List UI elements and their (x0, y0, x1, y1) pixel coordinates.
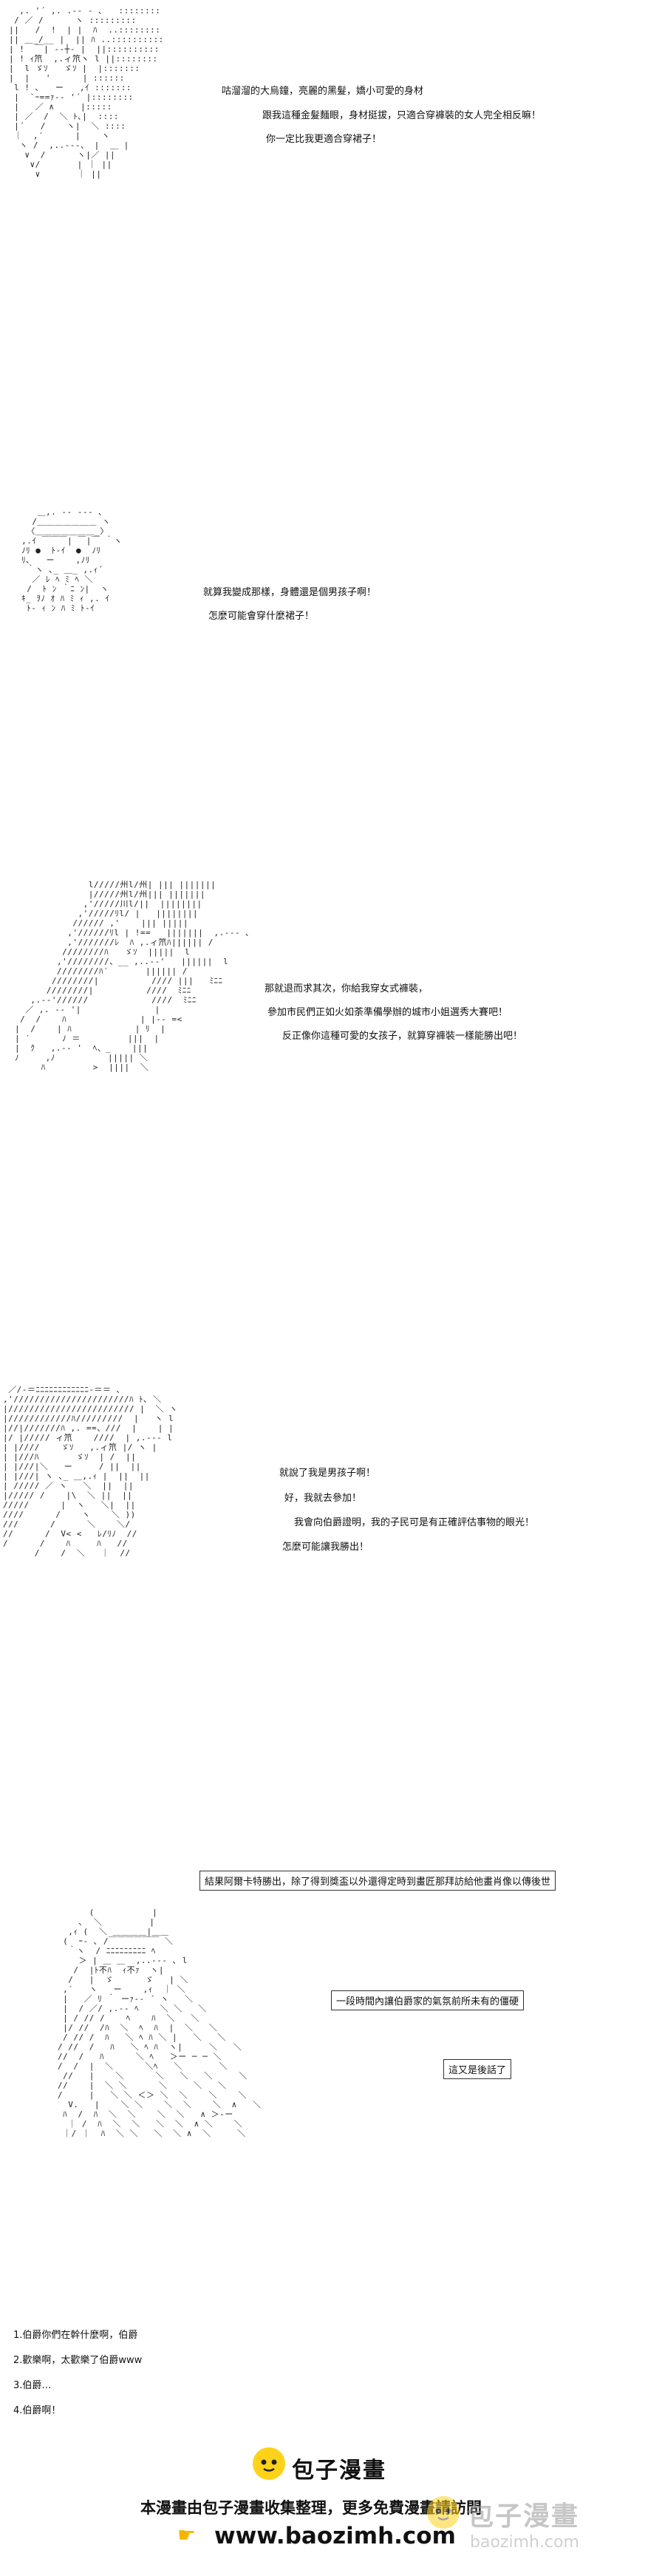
brand-logo-icon (253, 2447, 285, 2480)
ascii-art-boy: ＿,. -‐ ‐‐‐ ､ /＿＿＿＿＿＿＿ ヽ 〈＿＿＿＿＿＿＿_〉 ,.ｲ ￣… (21, 507, 123, 613)
ascii-art-group-scene: ( | ､ ＼ | ,ｨ ( ＼ ＿＿＿＿|＿＿ ( ｰ- ､ /￣￣￣￣￣￣ … (58, 1908, 262, 2138)
dialogue-line: 咕溜溜的大烏鐘，亮麗的黑髮，嬌小可愛的身材 (222, 86, 424, 97)
hand-pointer-icon: ☛ (177, 2523, 197, 2547)
dialogue-line: 就說了我是男孩子啊！ (279, 1468, 376, 1479)
panel-3: l/////州l/州| ||| ||||||| |/////州l/州||| ||… (0, 872, 662, 1168)
footer: 包子漫畫 本漫畫由包子漫畫收集整理，更多免費漫畫請訪問 ☛ www.baozim… (0, 2440, 662, 2576)
panel-1: ,. '´ ,. .-‐ ‐ ､ :::::::: / ／ / ヽ ::::::… (0, 0, 662, 311)
watermark-url: baozimh.com (470, 2533, 579, 2552)
dialogue-line: 怎麼可能會穿什麼裙子！ (208, 611, 315, 622)
ascii-art-girl-2: l/////州l/州| ||| ||||||| |/////州l/州||| ||… (15, 880, 250, 1072)
watermark-text: 包子漫畫 (467, 2501, 580, 2532)
narration-box: 結果阿爾卡特勝出，除了得到獎盃以外還得定時到畫匠那拜訪給他畫肖像以傳後世 (199, 1871, 556, 1891)
panel-4: ／/-＝ﾆﾆﾆﾆﾆﾆﾆﾆﾆﾆﾆﾆ-＝＝ ､ ,'////////////////… (0, 1379, 662, 1660)
watermark: 包子漫畫 baozimh.com (427, 2492, 649, 2566)
narration-box: 這又是後話了 (443, 2059, 512, 2079)
dialogue-line: 反正像你這種可愛的女孩子，就算穿褲裝一樣能勝出吧！ (282, 1031, 523, 1042)
footnote: 3.伯爵… (13, 2380, 52, 2391)
watermark-logo-icon (427, 2496, 460, 2529)
site-url-link[interactable]: www.baozimh.com (214, 2523, 456, 2549)
dialogue-line: 好，我就去參加！ (284, 1493, 362, 1504)
panel-2: ＿,. -‐ ‐‐‐ ､ /＿＿＿＿＿＿＿ ヽ 〈＿＿＿＿＿＿＿_〉 ,.ｲ ￣… (0, 503, 662, 695)
dialogue-line: 我會向伯爵證明，我的子民可是有正確評估事物的眼光！ (294, 1517, 535, 1528)
dialogue-line: 那就退而求其次，你給我穿女式褲裝， (265, 983, 429, 994)
ascii-art-girl-3: ／/-＝ﾆﾆﾆﾆﾆﾆﾆﾆﾆﾆﾆﾆ-＝＝ ､ ,'////////////////… (3, 1385, 178, 1558)
footnote: 2.歡樂啊，太歡樂了伯爵www (13, 2355, 143, 2366)
dialogue-line: 就算我變成那樣，身體還是個男孩子啊！ (203, 587, 377, 598)
dialogue-line: 你一定比我更適合穿裙子！ (266, 134, 382, 145)
brand-name: 包子漫畫 (292, 2458, 386, 2484)
panel-5: 結果阿爾卡特勝出，除了得到獎盃以外還得定時到畫匠那拜訪給他畫肖像以傳後世 ( |… (0, 1863, 662, 2307)
footnote: 1.伯爵你們在幹什麼啊，伯爵 (13, 2330, 138, 2341)
footnote: 4.伯爵啊！ (13, 2405, 61, 2416)
dialogue-line: 跟我這種金髮麵眼，身材挺拔，只適合穿褲裝的女人完全相反嘛！ (262, 110, 542, 121)
ascii-art-girl-1: ,. '´ ,. .-‐ ‐ ､ :::::::: / ／ / ヽ ::::::… (9, 6, 164, 179)
narration-box: 一段時間內讓伯爵家的氣氛前所未有的僵硬 (331, 1990, 525, 2010)
dialogue-line: 參加市民們正如火如荼準備學辦的城市小姐選秀大賽吧！ (267, 1007, 508, 1018)
dialogue-line: 怎麼可能讓我勝出！ (282, 1542, 369, 1553)
footer-notice: 本漫畫由包子漫畫收集整理，更多免費漫畫請訪問 (140, 2499, 482, 2517)
